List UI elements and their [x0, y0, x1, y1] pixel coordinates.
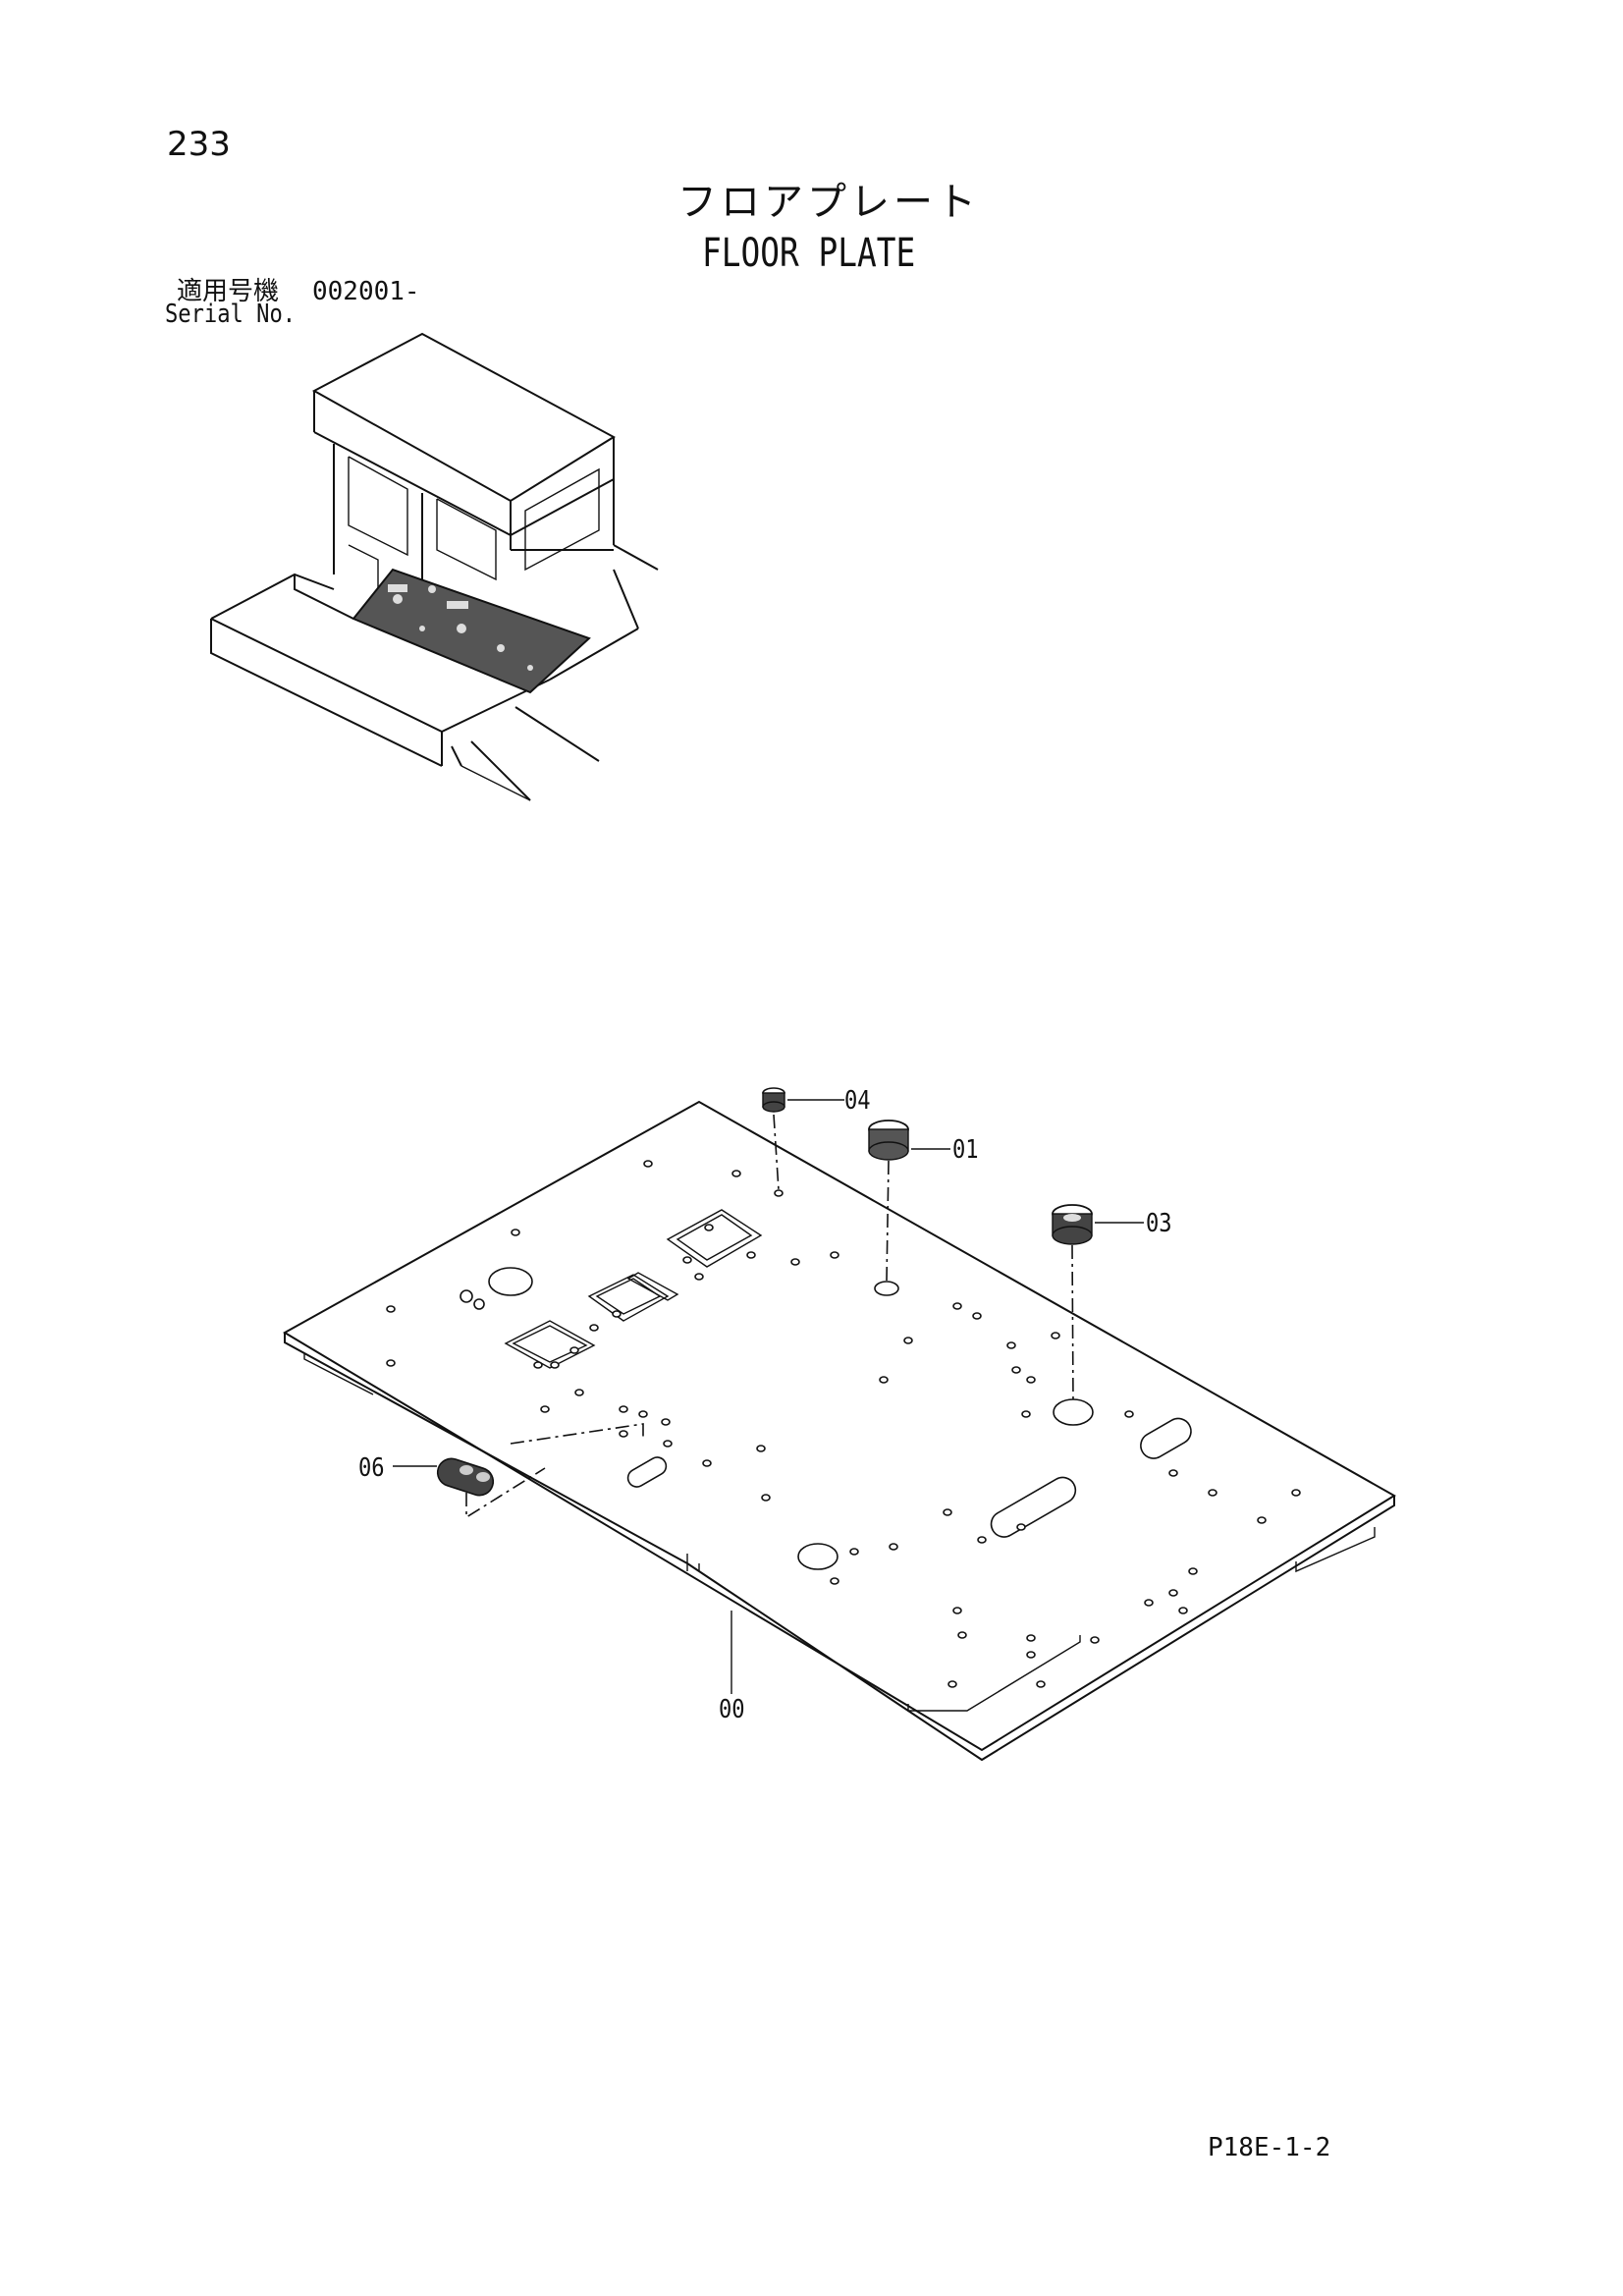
page-title-japanese: フロアプレート	[677, 180, 980, 225]
callout-part-01: 01	[952, 1135, 979, 1165]
part-06-gasket	[436, 1457, 495, 1497]
floor-plate-diagram	[283, 1087, 1396, 1762]
serial-range: 002001-	[312, 277, 420, 306]
serial-label: Serial No.	[165, 300, 297, 329]
page-title: FLOOR PLATE	[702, 231, 916, 276]
page-number: 233	[167, 125, 231, 164]
callout-part-00: 00	[719, 1695, 745, 1724]
callout-part-03: 03	[1146, 1209, 1172, 1238]
part-04-plug	[762, 1087, 785, 1113]
callout-part-06: 06	[358, 1453, 385, 1483]
callout-part-04: 04	[844, 1086, 871, 1116]
part-01-plug	[868, 1120, 909, 1161]
part-03-grommet	[1052, 1204, 1093, 1245]
cab-overview-illustration	[210, 332, 659, 801]
serial-label-japanese: 適用号機	[177, 277, 280, 306]
page-code: P18E-1-2	[1208, 2133, 1331, 2162]
